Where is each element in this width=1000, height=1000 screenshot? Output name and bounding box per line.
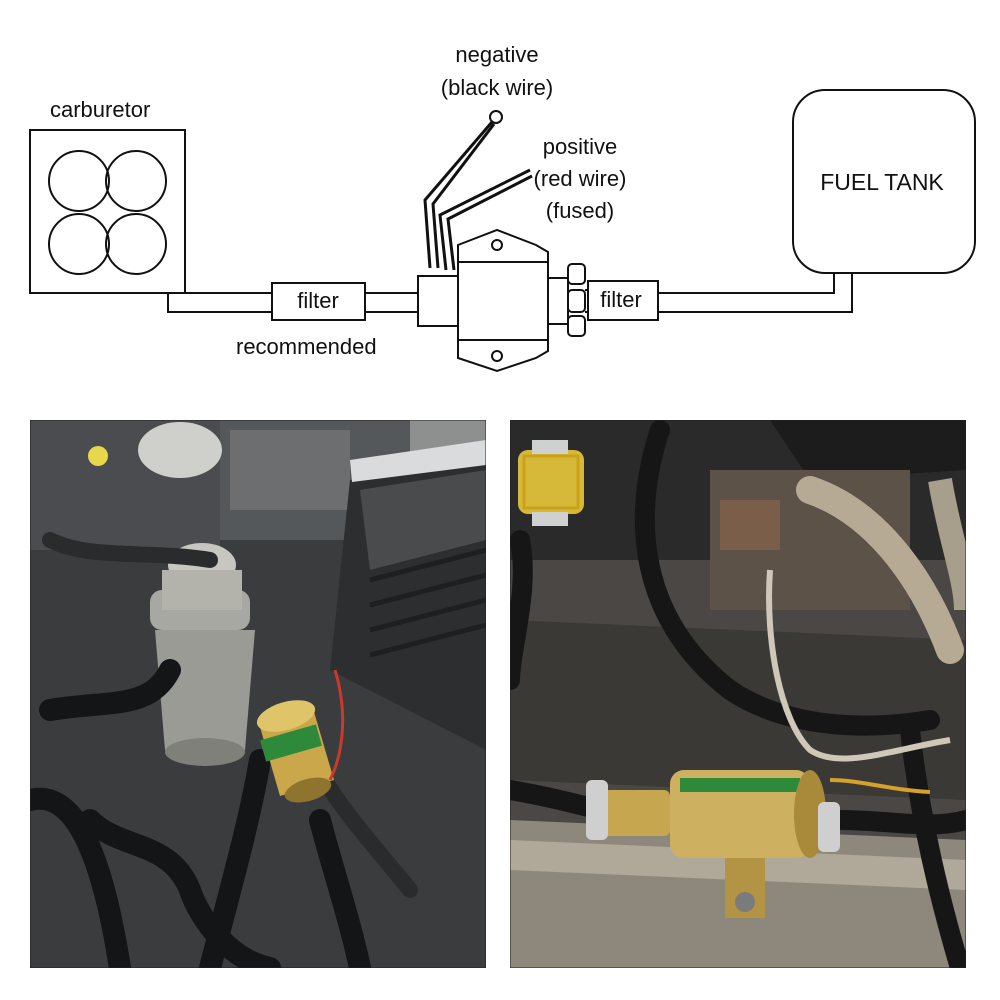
installed-fuel-pump-right: [586, 770, 840, 918]
fuel-tank-label: FUEL TANK: [820, 169, 944, 195]
carburetor-label: carburetor: [50, 97, 150, 122]
engine-bay-photo-left: [30, 420, 486, 968]
negative-label-line1: negative: [455, 42, 538, 67]
positive-label-line3: (fused): [546, 198, 614, 223]
inline-fuel-filter-right: [518, 440, 584, 526]
negative-wire: [423, 121, 496, 269]
filter-left-label: filter: [297, 288, 339, 313]
engine-bay-photo-right: [510, 420, 966, 968]
filter-left: [271, 282, 366, 321]
fuel-tank: [792, 89, 976, 274]
filter-right-label: filter: [600, 287, 642, 312]
positive-label-line1: positive: [543, 134, 618, 159]
negative-wire-terminal: [489, 110, 503, 124]
positive-wire: [438, 168, 533, 271]
installed-fuel-pump-left: [256, 700, 334, 803]
positive-label-line2: (red wire): [534, 166, 627, 191]
recommended-label: recommended: [236, 334, 377, 359]
fuel-pump: [417, 228, 586, 373]
fuel-pump-wiring-diagram: carburetor filter recommended negative (…: [29, 42, 976, 373]
fuel-line-left: [167, 292, 418, 313]
negative-label-line2: (black wire): [441, 75, 553, 100]
carburetor: [29, 129, 186, 294]
filter-right: [587, 280, 659, 321]
